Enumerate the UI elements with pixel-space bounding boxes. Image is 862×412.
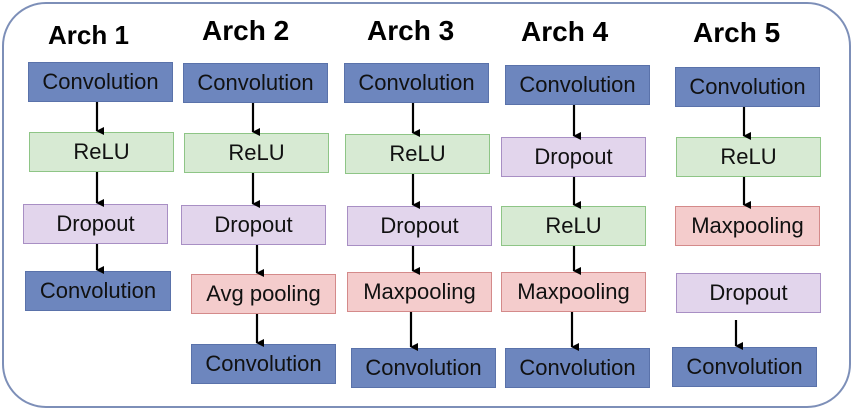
arch-4-block-dropout: Dropout <box>501 137 646 177</box>
arch-4-block-relu: ReLU <box>501 206 646 246</box>
arch-2-block-convolution-out: Convolution <box>191 344 336 384</box>
arch-4-block-convolution-out: Convolution <box>505 348 650 388</box>
arch-2-block-relu: ReLU <box>184 133 329 173</box>
arch-4-block-maxpooling: Maxpooling <box>501 272 646 312</box>
arch-5-block-dropout: Dropout <box>676 273 821 313</box>
arch-4-title: Arch 4 <box>521 16 609 47</box>
arch-3-block-maxpooling: Maxpooling <box>347 272 492 312</box>
arch-3-block-convolution: Convolution <box>344 63 489 103</box>
arch-5-title: Arch 5 <box>693 17 781 48</box>
arch-4-block-convolution: Convolution <box>505 65 650 105</box>
arch-2-block-convolution: Convolution <box>183 63 328 103</box>
arch-3-block-convolution-out: Convolution <box>351 348 496 388</box>
arch-1-block-convolution-out: Convolution <box>25 271 171 311</box>
arch-5-block-relu: ReLU <box>676 137 821 177</box>
arch-5-block-convolution: Convolution <box>675 67 820 107</box>
arch-1-block-convolution: Convolution <box>28 62 173 102</box>
arch-2-block-avg-pooling: Avg pooling <box>191 274 336 314</box>
arch-3-block-dropout: Dropout <box>347 206 492 246</box>
arch-2-title: Arch 2 <box>202 15 290 46</box>
arch-1-title: Arch 1 <box>48 20 129 50</box>
arch-5-block-convolution-out: Convolution <box>672 347 817 387</box>
arch-3-title: Arch 3 <box>367 15 455 46</box>
arch-1-block-relu: ReLU <box>29 132 174 172</box>
arch-2-block-dropout: Dropout <box>181 205 326 245</box>
arch-5-block-maxpooling: Maxpooling <box>675 206 820 246</box>
arch-3-block-relu: ReLU <box>345 134 490 174</box>
arch-1-block-dropout: Dropout <box>23 204 168 244</box>
